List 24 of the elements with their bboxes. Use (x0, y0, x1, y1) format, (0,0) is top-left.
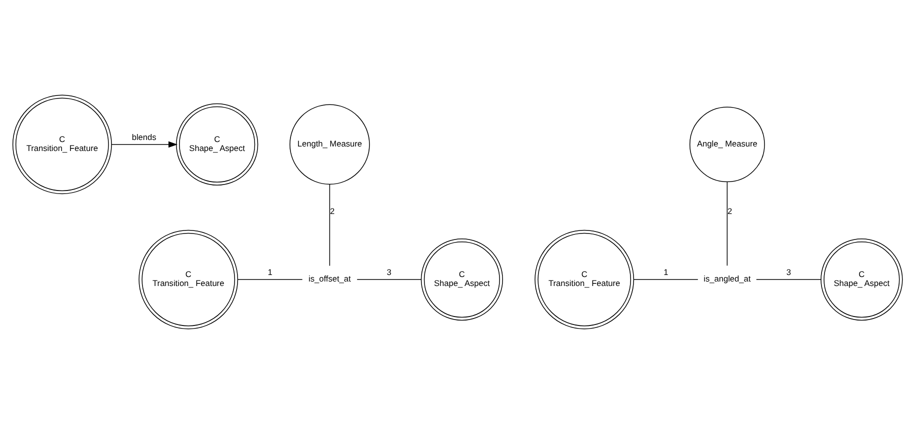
connector (237, 278, 303, 280)
connector (634, 278, 698, 280)
arrow (111, 140, 178, 148)
edge-label: 3 (386, 266, 392, 276)
node-circle: C Transition_ Feature (534, 229, 634, 329)
node-circle: C Shape_ Aspect (420, 238, 503, 320)
node-circle: C Transition_ Feature (138, 229, 238, 329)
edge-label: 2 (330, 206, 335, 216)
node-circle: Angle_ Measure (689, 106, 765, 182)
edge-label: blends (132, 131, 156, 142)
edge-label: 1 (268, 266, 272, 276)
node-text: is_offset_at (308, 273, 351, 284)
node-circle: Length_ Measure (290, 104, 370, 184)
connector (726, 181, 728, 266)
node-circle: C Transition_ Feature (12, 94, 112, 194)
connector (329, 183, 330, 266)
connector (756, 278, 822, 280)
edge-label: 3 (786, 266, 792, 276)
edge-label: 1 (664, 266, 668, 276)
edge-label: 2 (728, 206, 732, 216)
connector (356, 278, 422, 280)
node-text: is_angled_at (704, 273, 751, 284)
node-circle: C Shape_ Aspect (176, 102, 258, 186)
node-circle: C Shape_ Aspect (820, 238, 903, 320)
